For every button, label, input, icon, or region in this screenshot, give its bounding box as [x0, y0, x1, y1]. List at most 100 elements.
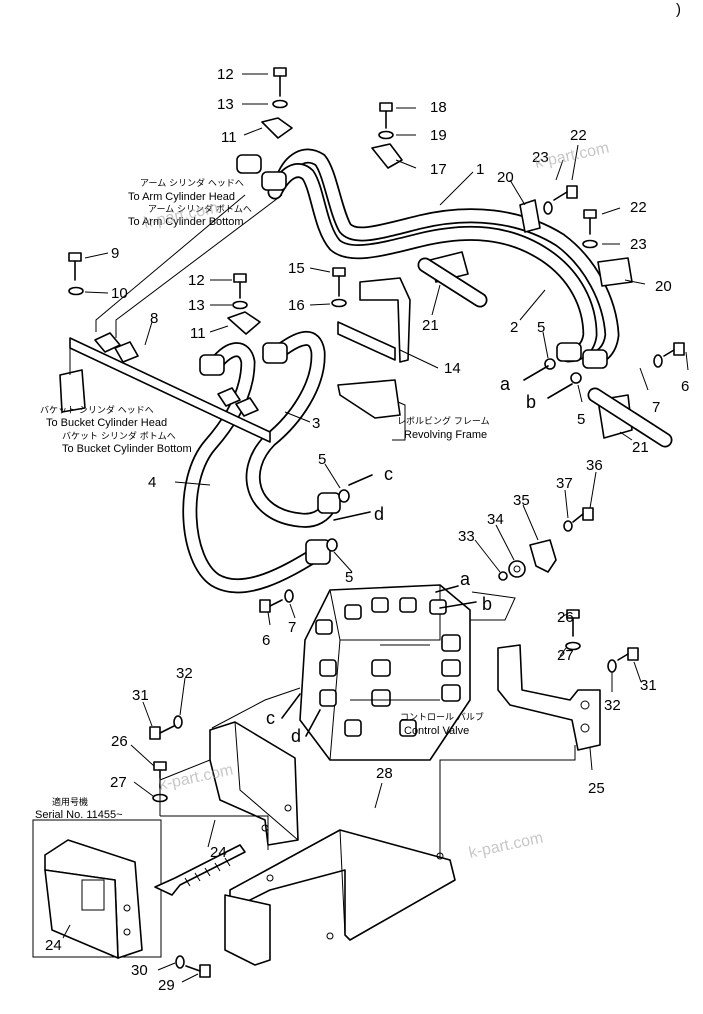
bracket-bar-8	[69, 337, 271, 443]
flange-arm-head	[236, 154, 262, 174]
part-num: 10	[111, 285, 128, 302]
part-num: 20	[497, 169, 514, 186]
bolt-9	[68, 252, 82, 281]
part-num: 18	[430, 99, 447, 116]
part-num: 37	[556, 475, 573, 492]
part-num: 21	[422, 317, 439, 334]
clamp-17	[371, 143, 403, 169]
o-ring-5c	[338, 489, 350, 503]
part-num: 5	[345, 569, 353, 586]
part-num: 16	[288, 297, 305, 314]
bolt-12-lower	[233, 273, 247, 299]
bolt-31-right	[617, 647, 639, 661]
bolt-31-left	[149, 725, 175, 740]
corner-mark: )	[676, 1, 681, 18]
connector-letters: a b c d a b c d	[266, 374, 536, 746]
part-num: 2	[510, 319, 518, 336]
bolt-22-lower	[583, 209, 597, 235]
washer-13-lower	[232, 300, 248, 310]
part-num: 1	[476, 161, 484, 178]
bolt-6-lower	[259, 599, 283, 613]
flange-arm-bottom	[261, 171, 287, 191]
flange-pipe-3-end	[317, 492, 341, 514]
bar-clamp-d	[235, 397, 259, 417]
washer-7-lower	[284, 589, 294, 603]
part-num: 3	[312, 415, 320, 432]
bucket-bottom-label-jp: バケット シリンダ ボトムへ	[62, 430, 176, 442]
serial-label-jp: 適用号機	[52, 796, 88, 808]
part-num: 12	[217, 66, 234, 83]
part-num: 7	[288, 619, 296, 636]
plug-34	[508, 560, 526, 578]
serial-label: Serial No. 11455~	[35, 809, 123, 821]
connector-letter: b	[482, 594, 492, 614]
o-ring-5b	[570, 372, 582, 384]
clamp-20-lower	[597, 257, 633, 287]
part-num: 9	[111, 245, 119, 262]
watermark: k-part.com	[467, 830, 544, 862]
bolt-36	[572, 507, 594, 523]
flange-35	[529, 539, 557, 573]
flange-pipe-4-end	[305, 539, 331, 565]
part-num: 20	[655, 278, 672, 295]
bolt-6-upper	[663, 342, 685, 357]
part-num: 27	[110, 774, 127, 791]
connector-letter: b	[526, 392, 536, 412]
washer-16	[331, 298, 347, 308]
part-num: 17	[430, 161, 447, 178]
cylinder-mount-block	[59, 369, 86, 413]
bolt-18	[379, 102, 393, 129]
part-num: 15	[288, 260, 305, 277]
connector-arrows	[281, 365, 573, 737]
leader-lines	[62, 73, 689, 983]
part-num: 25	[588, 780, 605, 797]
part-num: 8	[150, 310, 158, 327]
part-num: 22	[630, 199, 647, 216]
washer-10	[68, 286, 84, 296]
bolt-29	[185, 964, 211, 978]
washer-27-right	[565, 641, 581, 651]
part-num: 6	[681, 378, 689, 395]
washer-23-upper	[543, 201, 553, 215]
revolving-frame-label-jp: レボルビング フレーム	[397, 415, 490, 427]
part-numbers: 12 13 11 18 19 17 1 20 23 22 22 23 20 9 …	[45, 66, 689, 994]
washer-23-lower	[582, 239, 598, 249]
callout-labels: アーム シリンダ ヘッドへ To Arm Cylinder Head アーム シ…	[35, 177, 490, 821]
part-num: 31	[132, 687, 149, 704]
pipe-2	[267, 163, 598, 363]
washer-32-left	[173, 715, 183, 729]
o-ring-33	[498, 571, 508, 581]
control-valve	[299, 584, 471, 761]
bar-clamp-a	[94, 332, 121, 353]
bucket-head-label-jp: バケット シリンダ ヘッドへ	[40, 404, 154, 416]
connector-letter: a	[500, 374, 511, 394]
part-num: 23	[630, 236, 647, 253]
part-num: 33	[458, 528, 475, 545]
part-num: 6	[262, 632, 270, 649]
part-num: 26	[111, 733, 128, 750]
part-num: 29	[158, 977, 175, 994]
part-num: 24	[45, 937, 62, 954]
clamp-11-upper	[261, 117, 293, 139]
part-num: 12	[188, 272, 205, 289]
hatched-arrow-24	[154, 844, 246, 896]
o-ring-5d	[326, 538, 338, 552]
revolving-frame-label: Revolving Frame	[404, 429, 487, 441]
washer-7-upper	[653, 354, 663, 368]
washer-19	[378, 130, 394, 140]
arm-bottom-label-jp: アーム シリンダ ボトムへ	[148, 203, 252, 215]
clamp-11-lower	[227, 311, 261, 335]
pipe-1	[275, 148, 620, 368]
part-num: 34	[487, 511, 504, 528]
part-num: 22	[570, 127, 587, 144]
part-num: 24	[210, 844, 227, 861]
bar-clamp-c	[217, 387, 241, 407]
bucket-bottom-label: To Bucket Cylinder Bottom	[62, 443, 192, 455]
control-valve-label-jp: コントロール バルブ	[400, 711, 484, 723]
part-num: 31	[640, 677, 657, 694]
washer-13-upper	[272, 99, 288, 109]
bracket-24-variant	[44, 839, 143, 959]
arm-head-label-jp: アーム シリンダ ヘッドへ	[140, 177, 244, 189]
pipe-4	[182, 342, 323, 594]
